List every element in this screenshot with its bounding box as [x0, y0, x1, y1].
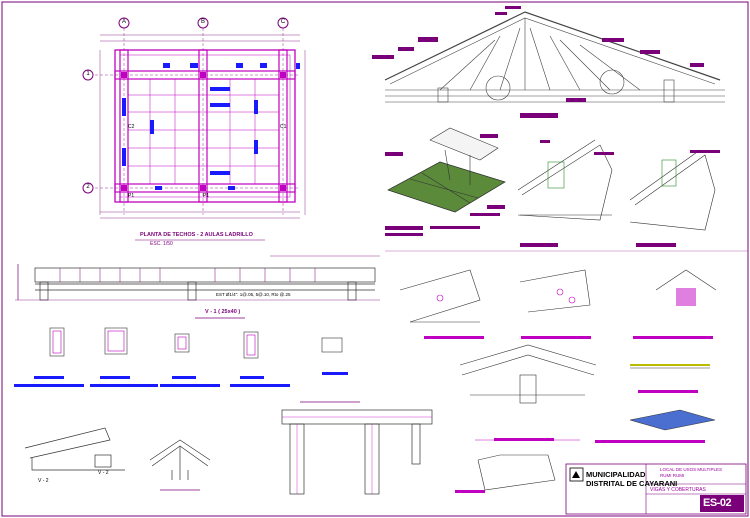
label-v2: V - 2 — [38, 478, 49, 484]
plan-tag-c2: C2 — [128, 124, 135, 130]
plan-title: PLANTA DE TECHOS - 2 AULAS LADRILLO — [140, 232, 253, 238]
plan-tag-c1: C1 — [280, 124, 287, 130]
plan-tag-p1-left: P1 — [128, 193, 135, 199]
axis-bubbles-top — [118, 17, 289, 29]
beam-title: V - 1 ( 25x40 ) — [205, 309, 241, 315]
axis-label-1: 1 — [86, 71, 90, 77]
eave-detail-2 — [629, 149, 720, 247]
portal-frame — [281, 401, 433, 495]
label-v2b: V - 2 — [98, 470, 109, 476]
plan-tag-p1-mid: P1 — [203, 193, 210, 199]
axis-label-b: B — [200, 19, 205, 25]
truss-elevation — [372, 6, 725, 118]
axis-bubbles-left — [82, 69, 94, 194]
title-block-subject: VIGAS Y COBERTURAS — [650, 487, 706, 493]
beam-sections — [14, 327, 348, 387]
plan-scale: ESC. 1/50 — [150, 241, 173, 247]
eave-detail-1 — [517, 139, 614, 247]
title-block — [565, 463, 747, 515]
title-block-project: LOCAL DE USOS MULTIPLES RUMI RUMI — [660, 467, 723, 478]
axis-label-2: 2 — [86, 184, 90, 190]
axis-label-a: A — [121, 19, 126, 25]
bottom-left-details — [24, 427, 211, 491]
title-block-org: MUNICIPALIDAD DISTRITAL DE CAYARANI — [586, 470, 678, 488]
beam-v1-elevation — [15, 255, 380, 319]
connection-details — [385, 250, 748, 493]
roof-plan — [82, 17, 306, 241]
isometric-detail — [385, 127, 506, 236]
beam-rebar-note: EST Ø1/4": 1@.05, 5@.10, Rto @.25 — [216, 292, 291, 297]
municipal-logo — [569, 467, 584, 482]
title-block-sheet-code: ES-02 — [703, 497, 732, 509]
axis-label-c: C — [280, 19, 286, 25]
